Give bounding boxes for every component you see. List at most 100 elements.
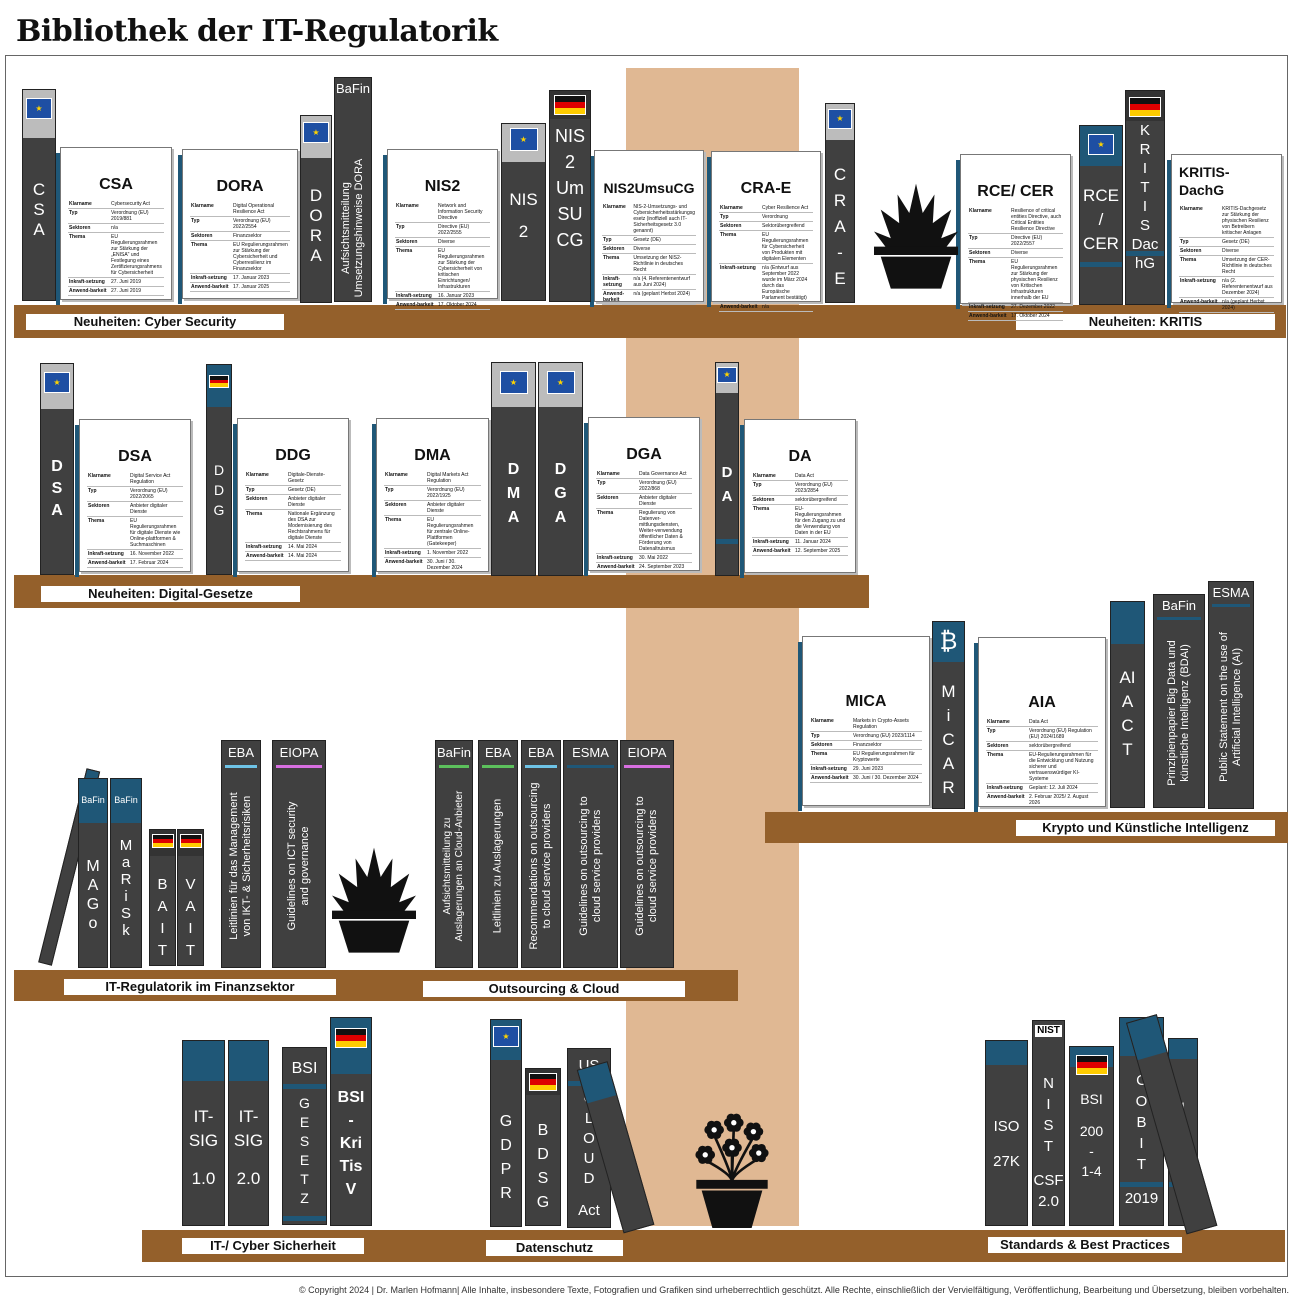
card-value: EU Regulierungsrahmen für Cybersicherhei…	[762, 232, 809, 262]
card-key: Typ	[69, 210, 78, 216]
card-value: Verordnung (EU) 2022/2065	[130, 488, 168, 500]
card-value: Finanzsektor	[853, 742, 882, 748]
book-rce-cer[interactable]: ★RCE/CER	[1079, 125, 1123, 305]
spine-letter: CSF	[1033, 1171, 1064, 1189]
spine-letter: A	[942, 754, 955, 773]
publisher-label: BaFin	[1162, 598, 1196, 613]
card-key: Anwend-barkeit	[191, 284, 229, 290]
card-key: Anwend-barkeit	[811, 775, 849, 781]
card-key: Anwend-barkeit	[603, 291, 625, 303]
card-key: Thema	[88, 518, 105, 524]
card-key: Anwend-barkeit	[753, 548, 791, 554]
spine-letter: A	[1121, 692, 1134, 711]
card-title: DSA	[118, 448, 152, 465]
card-title: AIA	[1028, 694, 1056, 711]
publisher-label: ESMA	[1212, 585, 1250, 600]
spine-letter: S	[33, 200, 45, 219]
spine-letter: i	[946, 706, 951, 725]
card-value: Diverse	[633, 246, 651, 252]
card-key: Inkraft-setzung	[753, 539, 789, 545]
publisher-label: BaFin	[114, 795, 138, 805]
spine-letter: 2019	[1124, 1189, 1159, 1207]
card-value: KRITIS-Dachgesetz zur Stärkung der physi…	[1222, 206, 1269, 236]
card-title: MICA	[845, 693, 887, 710]
spine-letter: S	[537, 1170, 549, 1187]
card-key: Anwend-barkeit	[969, 313, 1007, 319]
card-key: Thema	[191, 242, 208, 248]
spine-letter: S	[299, 1133, 310, 1149]
card-value: EU Regulierungsrahmen zur Stärkung der C…	[438, 248, 485, 290]
spine-letter: G	[554, 485, 567, 502]
card-key: Typ	[969, 235, 978, 241]
spine-letter: S	[51, 480, 63, 497]
spine-cap	[229, 1041, 268, 1081]
card-value: 12. September 2025	[795, 548, 841, 554]
spine-letter: A	[721, 488, 733, 505]
spine-letter: B	[537, 1122, 549, 1139]
spine-letter: o	[88, 915, 98, 932]
publisher-label: EBA	[227, 745, 254, 760]
card-value: 17. Oktober 2024	[1011, 313, 1050, 319]
card-key: Typ	[811, 733, 820, 739]
german-flag-icon	[554, 95, 586, 115]
